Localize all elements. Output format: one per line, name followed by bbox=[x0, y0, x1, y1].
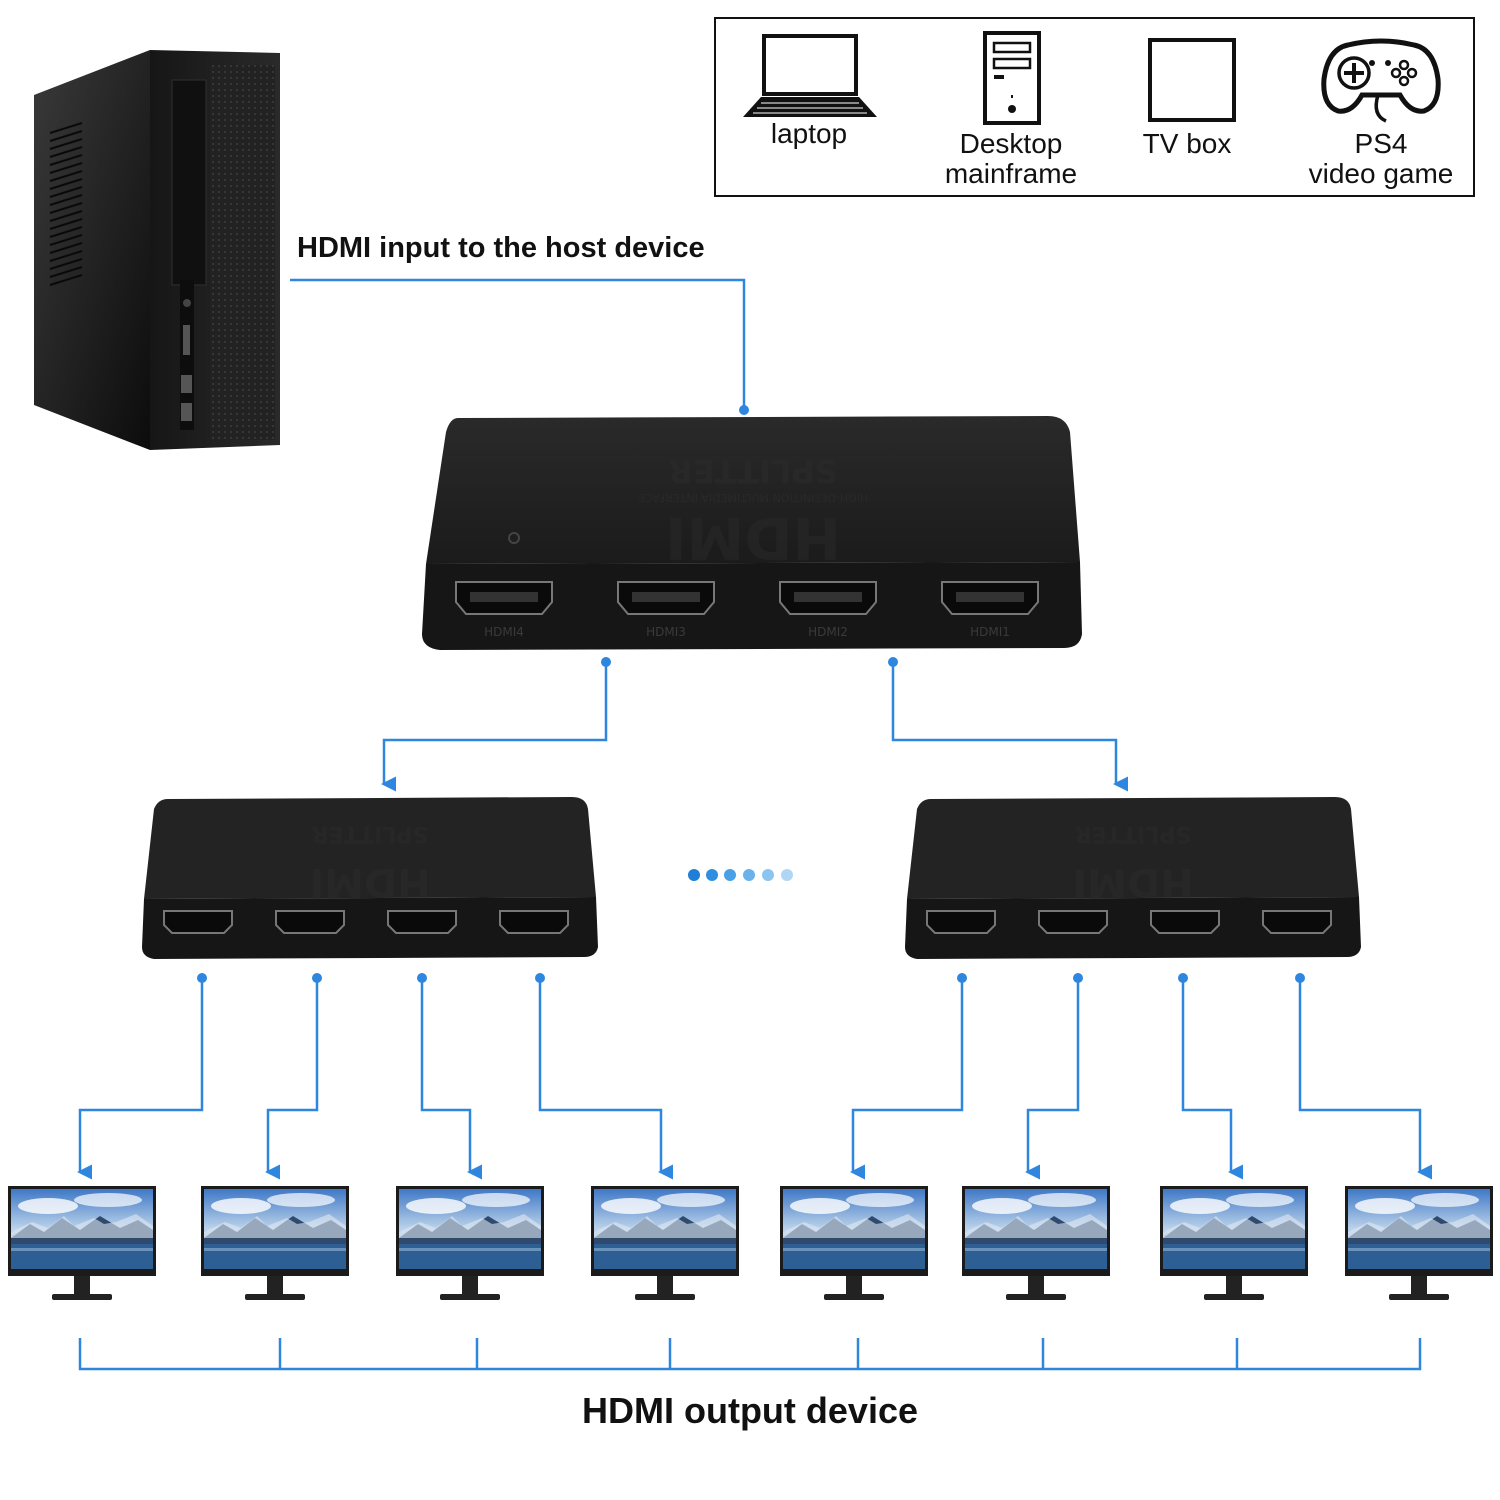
main-hdmi-splitter: SPLITTER HIGH-DEFINITION MULTIMEDIA INTE… bbox=[422, 416, 1082, 650]
svg-text:HDMI: HDMI bbox=[309, 859, 430, 905]
port-label-2: HDMI2 bbox=[808, 625, 848, 639]
source-label-desktop: Desktop mainframe bbox=[944, 128, 1078, 189]
output-monitor bbox=[1345, 1186, 1493, 1300]
svg-text:SPLITTER: SPLITTER bbox=[312, 821, 429, 846]
source-devices-legend: laptop Desktop mainframe TV box bbox=[714, 17, 1475, 197]
source-desktop: Desktop mainframe bbox=[936, 19, 1086, 199]
laptop-icon bbox=[743, 34, 877, 117]
splitter-name-text: SPLITTER bbox=[668, 452, 838, 490]
source-label-ps4: PS4 video game bbox=[1308, 128, 1454, 189]
svg-text:SPLITTER: SPLITTER bbox=[1075, 821, 1192, 846]
splitter-left-connector bbox=[381, 662, 608, 792]
input-connector bbox=[290, 278, 746, 410]
svg-text:HDMI: HDMI bbox=[1072, 859, 1193, 905]
continuation-dots bbox=[688, 869, 793, 881]
output-bracket bbox=[78, 1338, 1422, 1371]
output-monitor bbox=[8, 1186, 156, 1300]
monitor-connector-7 bbox=[1181, 978, 1243, 1180]
splitter-subtitle-text: HIGH-DEFINITION MULTIMEDIA INTERFACE bbox=[638, 491, 869, 504]
port-label-4: HDMI4 bbox=[484, 625, 524, 639]
output-monitor bbox=[396, 1186, 544, 1300]
output-monitor bbox=[591, 1186, 739, 1300]
output-monitor bbox=[780, 1186, 928, 1300]
gamepad-icon bbox=[1321, 38, 1441, 123]
source-label-laptop: laptop bbox=[770, 118, 848, 149]
output-label: HDMI output device bbox=[581, 1390, 918, 1431]
sub-hdmi-splitter-right: SPLITTER HDMI bbox=[905, 797, 1361, 959]
monitor-connector-6 bbox=[1025, 978, 1080, 1180]
source-laptop: laptop bbox=[734, 19, 884, 199]
source-label-tv-box: TV box bbox=[1142, 128, 1232, 159]
source-tv-box: TV box bbox=[1112, 19, 1262, 199]
tv-box-icon bbox=[1148, 38, 1236, 122]
main-splitter-ports: HDMI4 HDMI3 HDMI2 HDMI1 bbox=[455, 581, 1039, 639]
monitor-connector-2 bbox=[265, 978, 319, 1180]
input-label: HDMI input to the host device bbox=[297, 232, 705, 264]
splitter-right-connector bbox=[891, 662, 1128, 792]
monitor-connector-3 bbox=[420, 978, 482, 1180]
monitor-connector-4 bbox=[538, 978, 673, 1180]
monitor-connector-8 bbox=[1298, 978, 1432, 1180]
port-label-3: HDMI3 bbox=[646, 625, 686, 639]
splitter-brand-text: HDMI bbox=[665, 504, 841, 572]
monitor-connector-5 bbox=[850, 978, 964, 1180]
output-monitor bbox=[962, 1186, 1110, 1300]
sub-hdmi-splitter-left: SPLITTER HDMI bbox=[142, 797, 598, 959]
output-monitor bbox=[201, 1186, 349, 1300]
source-ps4: PS4 video game bbox=[1286, 19, 1476, 199]
output-monitor bbox=[1160, 1186, 1308, 1300]
desktop-tower-icon bbox=[983, 31, 1041, 125]
monitor-connector-1 bbox=[77, 978, 204, 1180]
host-desktop-tower bbox=[34, 50, 280, 450]
port-label-1: HDMI1 bbox=[970, 625, 1010, 639]
